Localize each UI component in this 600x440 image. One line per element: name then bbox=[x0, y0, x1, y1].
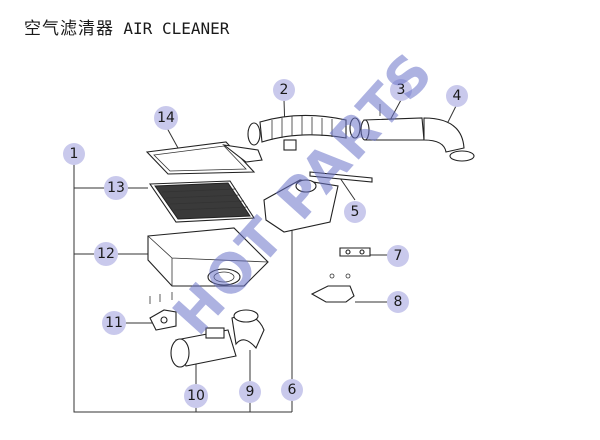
callout-8: 8 bbox=[387, 291, 409, 313]
part-5-rod bbox=[309, 171, 373, 183]
svg-text:6: 6 bbox=[288, 382, 297, 398]
callout-2: 2 bbox=[273, 79, 295, 101]
part-13-filter bbox=[148, 180, 255, 223]
svg-text:9: 9 bbox=[246, 384, 255, 400]
svg-text:14: 14 bbox=[157, 110, 175, 126]
svg-text:12: 12 bbox=[97, 246, 115, 262]
callout-5: 5 bbox=[344, 201, 366, 223]
part-7-bracket bbox=[339, 247, 371, 257]
part-8-bracket bbox=[310, 273, 355, 303]
callout-6: 6 bbox=[281, 379, 303, 401]
callout-7: 7 bbox=[387, 245, 409, 267]
part-2-bellows bbox=[247, 114, 361, 151]
svg-text:3: 3 bbox=[397, 82, 406, 98]
svg-text:1: 1 bbox=[70, 146, 79, 162]
callout-3: 3 bbox=[390, 79, 412, 101]
part-4-elbow bbox=[423, 117, 475, 162]
svg-text:4: 4 bbox=[453, 88, 462, 104]
callout-13: 13 bbox=[104, 176, 128, 200]
svg-text:7: 7 bbox=[394, 248, 403, 264]
part-3-tube bbox=[360, 104, 425, 141]
callout-14: 14 bbox=[154, 106, 178, 130]
part-14-cover bbox=[145, 141, 263, 175]
part-9-hose bbox=[231, 309, 265, 350]
callout-9: 9 bbox=[239, 381, 261, 403]
part-6-resonator bbox=[263, 179, 339, 233]
title-english: AIR CLEANER bbox=[123, 19, 230, 38]
title-chinese: 空气滤清器 bbox=[24, 19, 114, 39]
part-10-duct bbox=[170, 327, 237, 368]
svg-text:10: 10 bbox=[187, 388, 205, 404]
callout-12: 12 bbox=[94, 242, 118, 266]
part-12-housing bbox=[147, 227, 269, 287]
svg-text:13: 13 bbox=[107, 180, 125, 196]
callout-11: 11 bbox=[102, 311, 126, 335]
svg-text:8: 8 bbox=[394, 294, 403, 310]
part-11-mount bbox=[149, 292, 177, 331]
svg-text:11: 11 bbox=[105, 315, 123, 331]
svg-text:2: 2 bbox=[280, 82, 289, 98]
callout-4: 4 bbox=[446, 85, 468, 107]
svg-text:5: 5 bbox=[351, 204, 360, 220]
callout-1: 1 bbox=[63, 143, 85, 165]
callout-10: 10 bbox=[184, 384, 208, 408]
diagram-title: 空气滤清器 AIR CLEANER bbox=[24, 14, 229, 39]
leader-lines bbox=[73, 99, 457, 413]
